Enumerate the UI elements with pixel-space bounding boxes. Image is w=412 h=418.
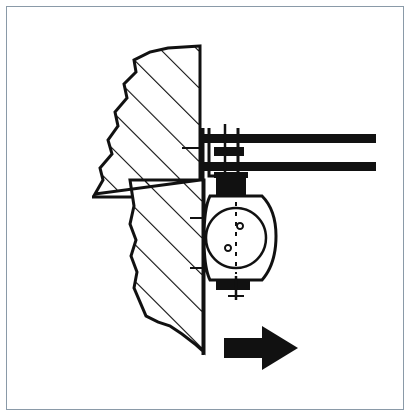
- lower-hatched-section: [128, 178, 206, 356]
- motion-arrow-right: [224, 326, 298, 370]
- hinge-knuckle: [202, 194, 278, 282]
- upper-hatched-section: [92, 44, 202, 196]
- hinge-pin-lower: [216, 276, 250, 300]
- edge-ticks: [182, 147, 202, 269]
- hinge-connector-block: [214, 172, 248, 196]
